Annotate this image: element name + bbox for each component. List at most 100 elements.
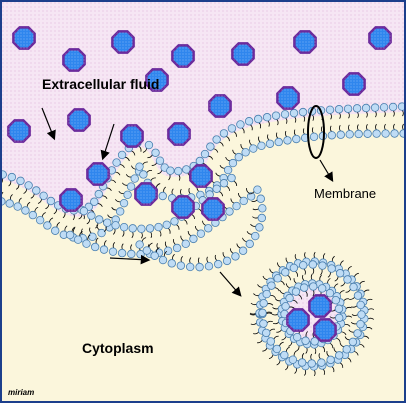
lipid-tail	[258, 136, 261, 143]
lipid-tail	[359, 280, 365, 285]
lipid-head	[390, 129, 399, 138]
lipid-head	[370, 103, 380, 112]
lipid-head	[204, 224, 213, 233]
lipid-head	[170, 217, 179, 226]
lipid-head	[200, 149, 210, 159]
lipid-tail	[218, 141, 224, 147]
lipid-tail	[304, 369, 307, 376]
lipid-tail	[171, 188, 174, 195]
lipid-tail	[339, 362, 344, 368]
lipid-head	[182, 165, 191, 174]
lipid-tail	[320, 126, 323, 133]
lipid-tail	[188, 187, 191, 195]
lipid-head	[185, 262, 195, 272]
particle-texture	[121, 125, 143, 147]
lipid-head	[317, 284, 327, 293]
lipid-tail	[10, 194, 13, 201]
particle-texture	[13, 27, 35, 49]
lipid-head	[108, 247, 118, 256]
lipid-head	[5, 199, 14, 208]
lipid-tail	[253, 331, 260, 335]
lipid-head	[219, 179, 229, 188]
lipid-head	[130, 174, 139, 183]
lipid-head	[317, 358, 326, 367]
lipid-tail	[277, 262, 281, 268]
lipid-tail	[215, 172, 221, 177]
lipid-tail	[180, 256, 183, 263]
particle-texture	[135, 183, 157, 205]
lipid-head	[292, 332, 302, 342]
lipid-tail	[262, 275, 268, 281]
lipid-tail	[249, 139, 253, 146]
lipid-head	[21, 206, 30, 215]
lipid-head	[158, 191, 167, 201]
lipid-head	[357, 310, 366, 319]
lipid-head	[325, 105, 335, 115]
lipid-tail	[402, 123, 404, 131]
lipid-head	[112, 158, 121, 167]
lipid-tail	[250, 223, 257, 227]
lipid-head	[46, 196, 56, 206]
lipid-tail	[214, 254, 218, 262]
lipid-head	[150, 251, 159, 260]
lipid-tail	[294, 367, 297, 374]
lipid-head	[318, 261, 327, 270]
lipid-head	[219, 129, 229, 138]
lipid-head	[167, 259, 176, 268]
lipid-tail	[95, 237, 99, 244]
lipid-head	[94, 189, 103, 199]
lipid-tail	[257, 284, 263, 288]
extracellular-fluid-label: Extracellular fluid	[42, 76, 160, 92]
lipid-tail	[230, 198, 235, 204]
lipid-tail	[150, 231, 153, 239]
lipid-tail	[141, 237, 147, 243]
lipid-tail	[164, 241, 168, 248]
lipid-tail	[112, 242, 116, 249]
lipid-head	[228, 158, 238, 168]
lipid-head	[176, 261, 186, 270]
lipid-head	[154, 222, 163, 232]
lipid-head	[356, 319, 365, 329]
lipid-head	[103, 218, 112, 227]
lipid-head	[327, 264, 336, 273]
lipid-tail	[183, 219, 188, 225]
particle-texture	[146, 69, 168, 91]
lipid-head	[51, 226, 60, 235]
lipid-head	[206, 142, 215, 151]
lipid-head	[272, 344, 282, 354]
particle-texture	[168, 123, 190, 145]
lipid-head	[119, 198, 129, 208]
lipid-head	[162, 220, 171, 229]
lipid-head	[342, 345, 351, 354]
lipid-tail	[202, 220, 207, 226]
lipid-tail	[194, 225, 200, 232]
lipid-tail	[189, 257, 192, 264]
lipid-head	[135, 162, 144, 171]
lipid-head	[128, 224, 137, 233]
lipid-tail	[131, 231, 134, 239]
particle-texture	[309, 295, 331, 317]
particle-texture	[294, 31, 316, 53]
lipid-tail	[111, 207, 118, 211]
lipid-head	[90, 197, 99, 206]
lipid-head	[111, 221, 120, 230]
lipid-tail	[374, 110, 377, 118]
lipid-tail	[347, 265, 352, 272]
lipid-head	[24, 181, 33, 190]
arrow-internalize	[109, 254, 151, 265]
lipid-tail	[331, 366, 335, 373]
lipid-head	[335, 313, 344, 323]
lipid-tail	[311, 127, 314, 134]
particle-texture	[112, 31, 134, 53]
lipid-tail	[367, 317, 375, 320]
lipid-head	[363, 129, 372, 138]
lipid-head	[281, 268, 290, 277]
lipid-head	[335, 269, 345, 278]
lipid-tail	[393, 123, 395, 131]
membrane-section-ring	[307, 105, 325, 159]
lipid-head	[196, 229, 206, 238]
lipid-tail	[2, 191, 4, 198]
arrow-to-pit-2	[100, 123, 115, 161]
lipid-tail	[366, 124, 368, 131]
lipid-tail	[313, 251, 316, 259]
